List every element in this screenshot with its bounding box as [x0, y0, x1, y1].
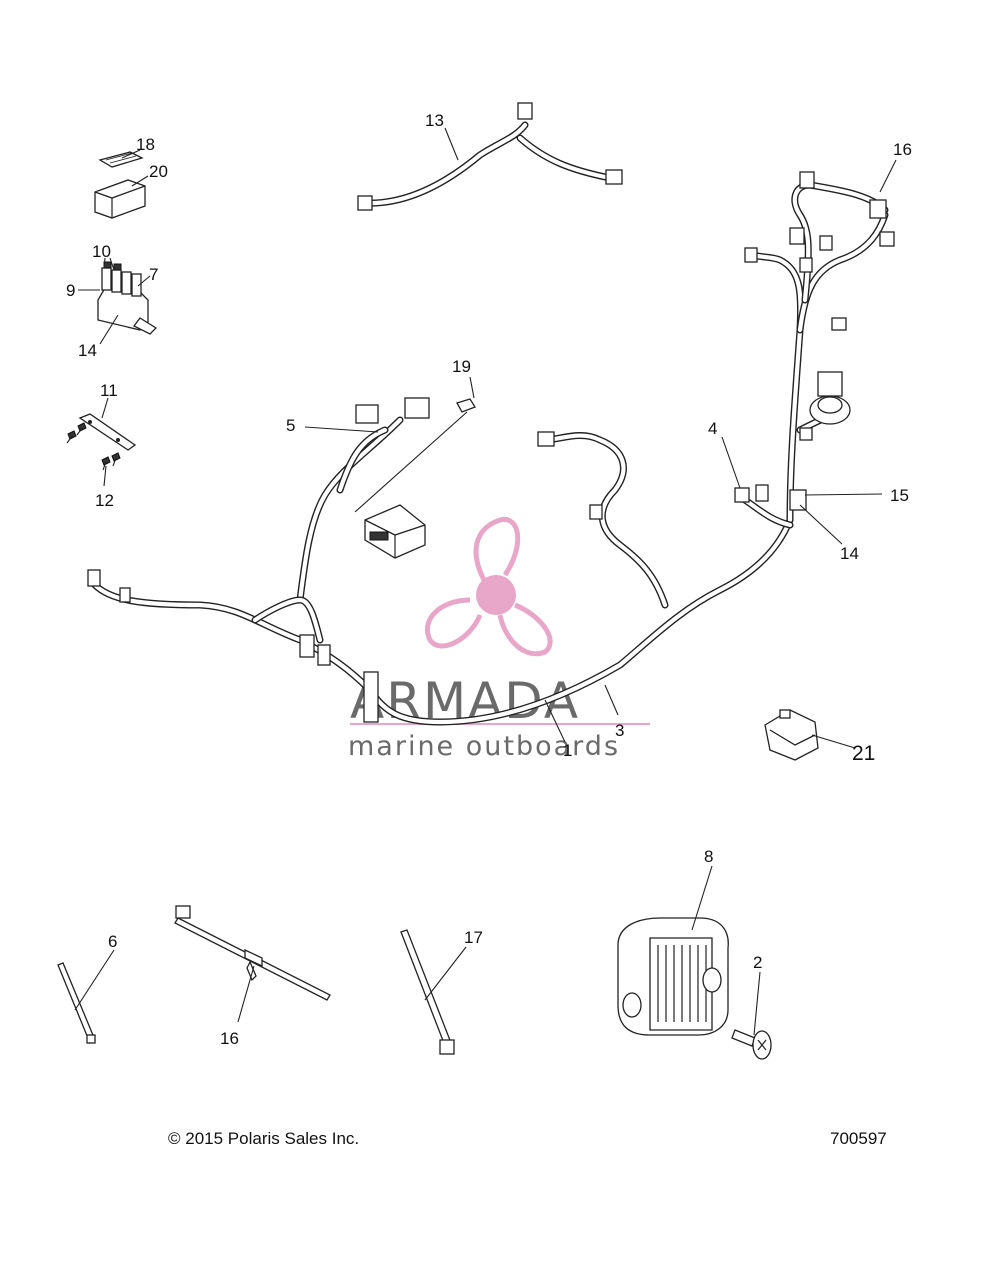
diagram-number: 700597: [830, 1129, 887, 1148]
cable-tie-17: [400, 929, 455, 1055]
watermark-tagline: marine outboards: [348, 731, 620, 762]
callout-20: 20: [149, 162, 168, 181]
push-mount-tie-16: [174, 905, 331, 1001]
cable-tie-6: [57, 962, 96, 1044]
callout-18: 18: [136, 135, 155, 154]
callout-6: 6: [108, 932, 117, 951]
callout-4: 4: [708, 419, 717, 438]
fuse-cover-18: [98, 151, 144, 168]
callout-13: 13: [425, 111, 444, 130]
callout-14-harness: 14: [840, 544, 859, 563]
voltage-regulator-8: [617, 917, 729, 1036]
relay-block: [97, 261, 158, 335]
callout-14-relay: 14: [78, 341, 97, 360]
callout-12: 12: [95, 491, 114, 510]
harness-13: [357, 102, 623, 211]
propeller-logo-icon: [425, 517, 553, 657]
callout-7: 7: [149, 265, 158, 284]
callout-2: 2: [753, 953, 762, 972]
callout-16-tie: 16: [220, 1029, 239, 1048]
callout-11: 11: [100, 381, 118, 400]
callout-9: 9: [66, 281, 75, 300]
clip-19: [456, 398, 476, 413]
callouts: 18 20 10 9 7 14 11 12 13 16 19 5 4 15 14…: [66, 111, 912, 1048]
callout-19: 19: [452, 357, 471, 376]
callout-3: 3: [615, 721, 624, 740]
callout-17: 17: [464, 928, 483, 947]
fuse-box-cover-20: [94, 179, 146, 219]
callout-16-harness: 16: [893, 140, 912, 159]
leader-lines: [74, 127, 897, 1036]
callout-21: 21: [852, 742, 875, 765]
screw-2: [731, 1029, 772, 1060]
callout-1: 1: [563, 741, 572, 760]
callout-8: 8: [704, 847, 713, 866]
callout-10: 10: [92, 242, 111, 261]
callout-15: 15: [890, 486, 909, 505]
connector-left: [87, 569, 101, 587]
callout-5: 5: [286, 416, 295, 435]
bracket-11: [78, 413, 137, 451]
main-harness-1: [87, 171, 895, 726]
copyright-text: © 2015 Polaris Sales Inc.: [168, 1129, 360, 1148]
screws-12: [66, 422, 121, 471]
bracket-21: [764, 709, 819, 761]
module-box: [364, 504, 426, 559]
